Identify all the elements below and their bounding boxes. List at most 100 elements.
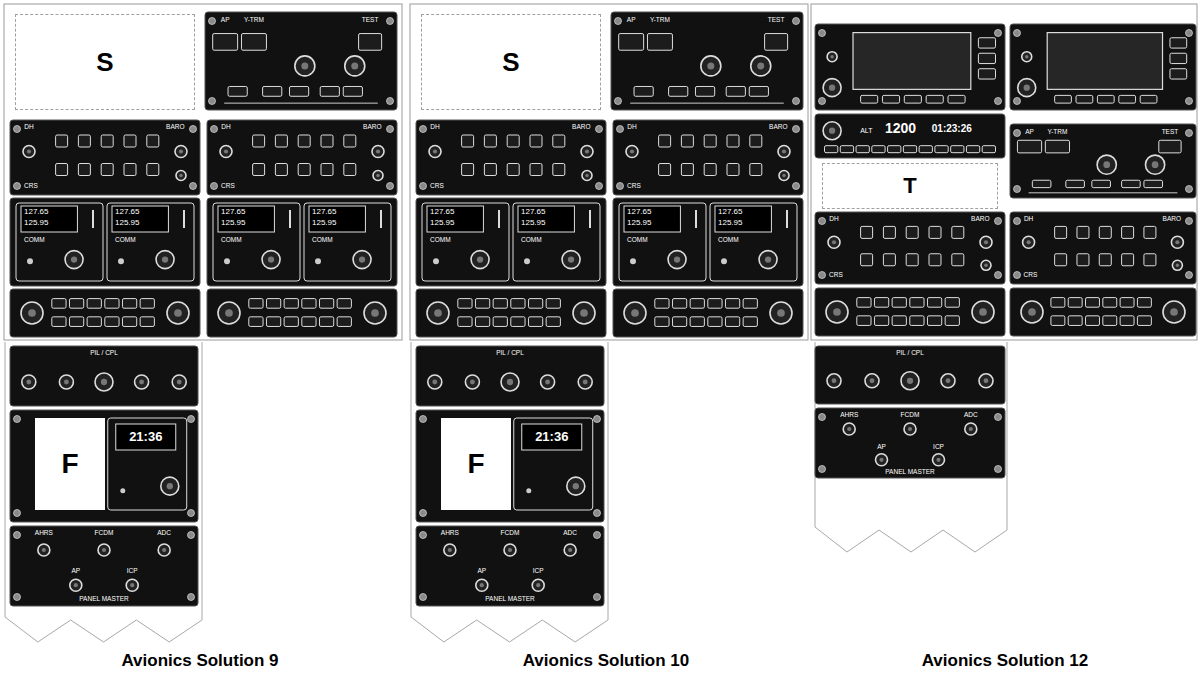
push-button [475,299,489,309]
push-button [927,298,941,308]
push-button [546,299,560,309]
push-button [1122,254,1134,266]
blank-slot: F [441,418,511,510]
rotary-knob [429,146,441,158]
comm-panel [10,198,200,286]
push-button [507,164,519,176]
push-button [213,34,238,51]
volume-switch [630,258,636,264]
knob-center [102,548,106,552]
push-button [659,135,671,147]
panel-legend-text: AHRS [441,530,459,537]
panel-legend-text: FCDM [901,412,920,419]
push-button [906,254,918,266]
knob-center [674,256,680,262]
push-button [672,317,686,327]
push-button [147,164,159,176]
solution-outline [4,4,402,340]
push-button [857,298,871,308]
panel-plate [815,24,1005,110]
push-button [945,316,959,326]
panel-legend-text: AHRS [35,530,53,537]
push-button [856,146,869,153]
push-button [883,226,895,238]
push-button [78,164,90,176]
panel-legend-text: TEST [1162,129,1179,136]
touch-screen [853,33,971,90]
push-button [140,317,154,327]
push-button [978,38,995,48]
push-button [681,164,693,176]
panel-legend-text: AHRS [840,412,858,419]
panel-legend-text: 125.95 [521,219,545,227]
panel-legend-text: COMM [430,237,451,244]
rotary-knob [532,579,544,591]
flip-switch [589,210,591,228]
knob-center [139,380,144,385]
keypad-panel [416,289,606,337]
panel-screw [1014,30,1021,37]
push-button [874,298,888,308]
clock-panel [416,410,604,522]
panel-plate [815,346,1005,404]
push-button [1144,226,1156,238]
flip-switch [289,210,291,228]
panel-screw [420,532,427,539]
flip-switch [695,210,697,228]
push-button [359,34,382,51]
push-button [56,164,68,176]
rotary-knob [581,146,593,158]
push-button [101,164,113,176]
knob-center [1176,264,1180,268]
push-button [904,95,921,103]
push-button [320,86,339,96]
panel-screw [188,416,195,423]
panel-legend-text: ICP [533,568,544,575]
panel-screw [819,218,826,225]
knob-center [908,427,912,431]
volume-switch [315,258,321,264]
push-button [530,135,542,147]
rotary-knob [428,375,442,389]
solution-outline [811,4,1197,340]
panel-legend-text: ADC [964,412,978,419]
knob-center [631,309,639,317]
slot-letter: F [61,450,78,478]
push-button [1122,226,1134,238]
push-button [1076,95,1093,103]
push-button [655,317,669,327]
keypad-panel [613,289,803,337]
master-panel [416,526,604,606]
knob-center [1152,161,1159,168]
push-button [910,298,924,308]
knob-center [830,55,834,59]
knob-center [585,149,589,153]
push-button [52,317,66,327]
panel-rule [630,103,784,104]
comm-panel [416,198,606,286]
keypad-panel [10,289,200,337]
panel-legend-text: BARO [1163,216,1181,223]
push-button [78,135,90,147]
push-button [1077,226,1089,238]
keypad-panel [815,288,1005,336]
knob-center [433,149,437,153]
push-button [263,86,282,96]
panel-screw [1186,272,1193,279]
push-button [919,146,932,153]
panel-plate [1010,288,1196,336]
push-button [458,317,472,327]
push-button [493,299,507,309]
volume-switch [433,258,439,264]
rotary-knob [827,52,837,62]
panel-legend-text: 01:23:26 [932,124,972,134]
push-button [982,146,995,153]
rotary-knob [624,302,646,324]
push-button [275,164,287,176]
panel-screw [594,416,601,423]
rotary-knob [158,544,170,556]
flip-switch [498,210,500,228]
push-button [319,317,333,327]
push-button [1170,53,1187,63]
